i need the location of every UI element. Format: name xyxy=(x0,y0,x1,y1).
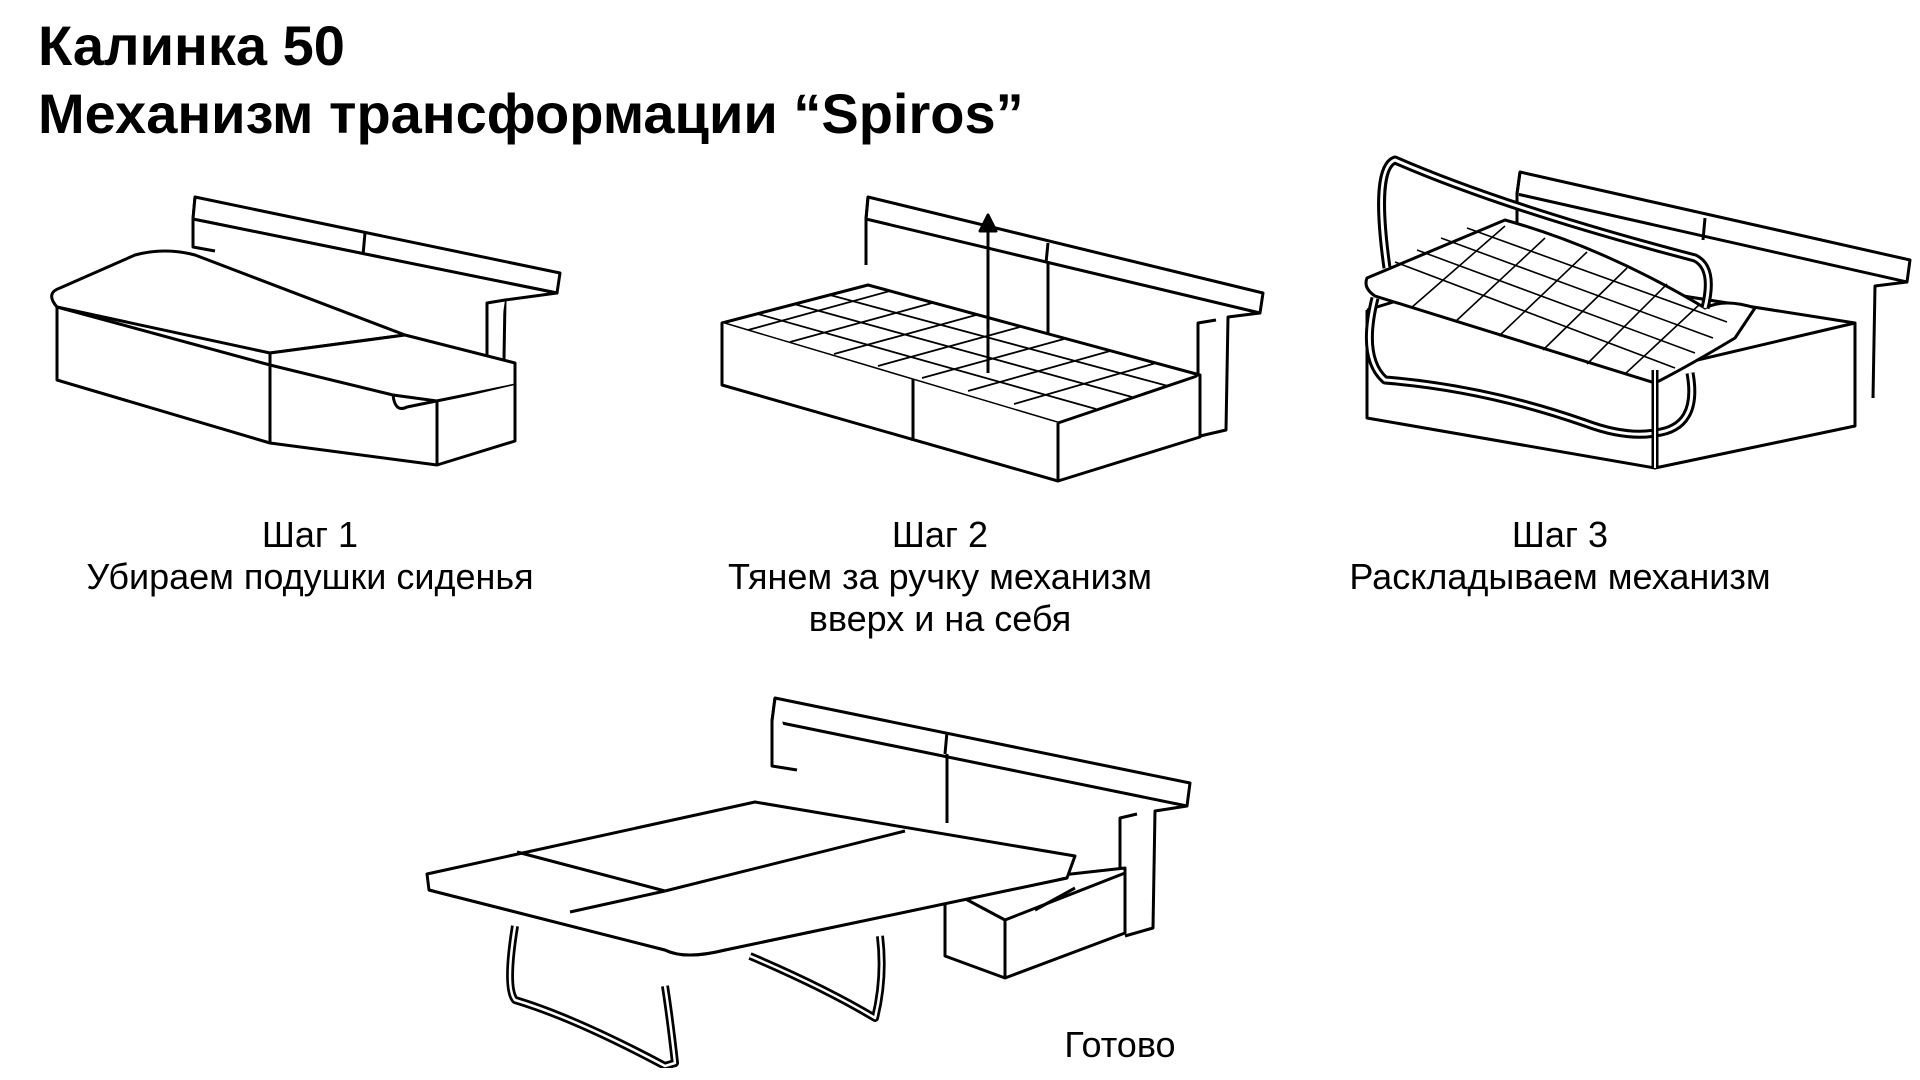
step-2-caption: Шаг 2 Тянем за ручку механизм вверх и на… xyxy=(660,514,1220,640)
step-3-illustration xyxy=(1355,148,1915,538)
step-2-illustration xyxy=(718,185,1273,485)
diagram-subtitle: Механизм трансформации “Spiros” xyxy=(38,82,1024,145)
final-illustration xyxy=(425,688,1205,1068)
step-1-caption: Шаг 1 Убираем подушки сиденья xyxy=(40,514,580,598)
diagram-title: Калинка 50 xyxy=(38,14,345,77)
step-3-label: Шаг 3 xyxy=(1511,514,1609,555)
step-1-label: Шаг 1 xyxy=(261,514,359,555)
step-1-description: Убираем подушки сиденья xyxy=(86,556,534,597)
step-3-caption: Шаг 3 Раскладываем механизм xyxy=(1300,514,1820,598)
step-2-description-line1: Тянем за ручку механизм xyxy=(727,556,1153,597)
step-1-illustration xyxy=(45,185,575,475)
step-3-description: Раскладываем механизм xyxy=(1349,556,1771,597)
step-2-label: Шаг 2 xyxy=(891,514,989,555)
final-caption: Готово xyxy=(1064,1024,1176,1065)
step-2-description-line2: вверх и на себя xyxy=(808,598,1072,639)
